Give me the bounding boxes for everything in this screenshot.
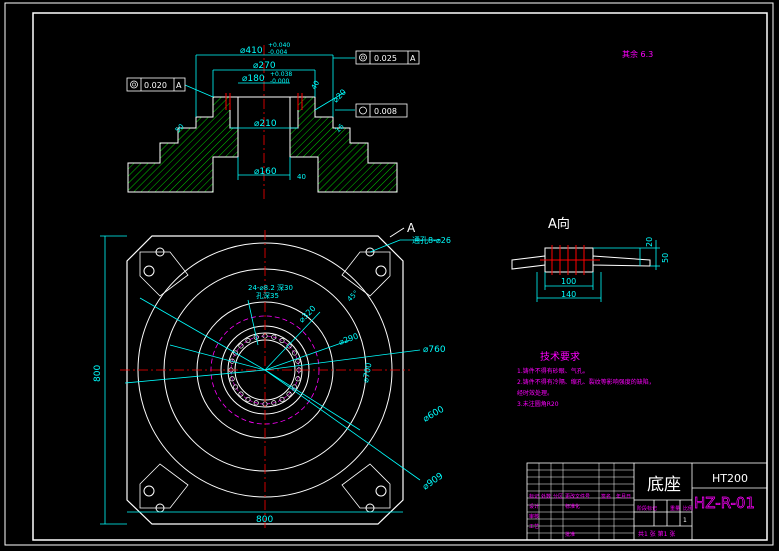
weight-label: 重量 xyxy=(670,505,680,512)
technical-requirements: 技术要求 1.铸件不得有砂眼、气孔。 2.铸件不得有冷隔、缩孔、裂纹等影响强度的… xyxy=(517,350,655,408)
tech-req-item: 2.铸件不得有冷隔、缩孔、裂纹等影响强度的缺陷， xyxy=(517,378,655,386)
a-view-title: A向 xyxy=(548,216,570,232)
a-dim-50: 50 xyxy=(661,253,670,263)
bolt-hole xyxy=(295,358,301,364)
fcf-right-datum: A xyxy=(410,54,416,63)
a-dim-140: 140 xyxy=(561,290,576,299)
bolt-note-2: 孔深35 xyxy=(256,291,279,300)
scale-label: 比例 xyxy=(683,505,693,512)
bolt-hole xyxy=(295,376,301,382)
section-view: ⌀410 +0.040 -0.004 ⌀270 ⌀180 +0.038 -0.0… xyxy=(126,42,653,200)
runout-icon xyxy=(359,106,367,115)
dim-d760: ⌀760 xyxy=(423,345,446,355)
scale-value: 1 xyxy=(683,517,687,524)
dim-width-800: 800 xyxy=(256,515,273,525)
dim-chamfer-left: 50 xyxy=(174,122,186,134)
drawing-number: HZ-R-01 xyxy=(694,494,755,512)
approve-label: 批准 xyxy=(565,531,575,538)
bolt-hole xyxy=(279,396,285,402)
base-outline xyxy=(126,235,404,525)
dim-diameter-180-tol-upper: +0.038 xyxy=(270,71,292,78)
process-label: 工艺 xyxy=(529,524,539,530)
bolt-hole xyxy=(245,396,251,402)
sheet-info: 共1 张 第1 张 xyxy=(638,530,675,538)
a-dim-100: 100 xyxy=(561,277,576,286)
bolt-hole xyxy=(279,338,285,344)
fcf-right: 0.025 A xyxy=(355,50,420,65)
roughness-note: 其余 6.3 xyxy=(622,49,653,59)
dim-d700: ⌀700 xyxy=(361,362,373,383)
view-arrow-icon xyxy=(389,227,405,238)
bolt-hole xyxy=(229,358,235,364)
dim-outer-diameter: ⌀410 xyxy=(240,46,263,56)
bolt-note-1: 24-⌀8.2 深30 xyxy=(248,283,293,292)
fcf-left: 0.020 A xyxy=(126,77,186,92)
fcf-left-value: 0.020 xyxy=(144,81,167,90)
fcf-runout: 0.008 xyxy=(355,103,408,118)
date-label: 年月日 xyxy=(616,493,631,500)
concentricity-icon xyxy=(130,80,138,89)
fcf-runout-value: 0.008 xyxy=(374,107,397,116)
design-label: 设计 xyxy=(529,503,539,510)
dim-bottom-right: 40 xyxy=(297,173,306,181)
material: HT200 xyxy=(712,472,748,485)
bolt-hole xyxy=(233,384,239,390)
dim-right-small: 40 xyxy=(310,79,321,91)
dim-diameter-180-tol-lower: -0.000 xyxy=(270,78,290,85)
mark-label: 标记 xyxy=(529,493,539,500)
hole-note: 通孔8-⌀26 xyxy=(412,235,451,245)
dim-diameter-160: ⌀160 xyxy=(254,167,277,177)
sheet-border xyxy=(4,2,774,546)
fcf-right-value: 0.025 xyxy=(374,54,397,63)
tech-req-item: 3.未注圆角R20 xyxy=(517,400,559,408)
bolt-hole xyxy=(229,376,235,382)
bolt-hole xyxy=(253,400,259,406)
stage-label: 阶段标记 xyxy=(637,505,657,512)
tech-req-item: 1.铸件不得有砂眼、气孔。 xyxy=(517,367,589,375)
dim-outer-tol-upper: +0.040 xyxy=(268,42,290,49)
bolt-hole xyxy=(245,338,251,344)
part-name: 底座 xyxy=(647,475,681,495)
dim-diameter-210: ⌀210 xyxy=(254,119,277,129)
change-label: 更改文件号 xyxy=(565,493,590,500)
dim-outer-tol-lower: -0.004 xyxy=(268,49,288,56)
view-marker-a: A xyxy=(407,221,416,235)
tech-req-title: 技术要求 xyxy=(540,350,580,363)
zone-label: 分区 xyxy=(553,493,563,500)
pitch-circle-inner xyxy=(230,335,300,405)
fcf-left-datum: A xyxy=(176,81,182,90)
tech-req-item: 经时效处理。 xyxy=(517,389,553,397)
check-label: 审核 xyxy=(529,513,539,520)
bolt-hole xyxy=(271,400,277,406)
bolt-hole xyxy=(271,334,277,340)
dim-height-800: 800 xyxy=(93,365,103,382)
a-direction-view: A向 20 50 100 140 xyxy=(511,216,670,302)
bolt-hole xyxy=(238,343,244,349)
a-dim-20: 20 xyxy=(645,237,654,247)
dim-diameter-180: ⌀180 xyxy=(242,74,265,84)
concentricity-icon xyxy=(359,53,367,62)
bolt-hole xyxy=(233,350,239,356)
dim-diameter-270: ⌀270 xyxy=(253,61,276,71)
count-label: 处数 xyxy=(541,493,551,500)
title-block: 底座 HT200 HZ-R-01 阶段标记 重量 比例 1 共1 张 第1 张 … xyxy=(526,462,768,541)
std-label: 标准化 xyxy=(565,503,580,510)
bolt-hole xyxy=(253,334,259,340)
bolt-hole xyxy=(238,391,244,397)
bolt-hole xyxy=(291,350,297,356)
bolt-hole xyxy=(286,343,292,349)
bolt-hole xyxy=(286,391,292,397)
sign-label: 签名 xyxy=(601,493,611,500)
